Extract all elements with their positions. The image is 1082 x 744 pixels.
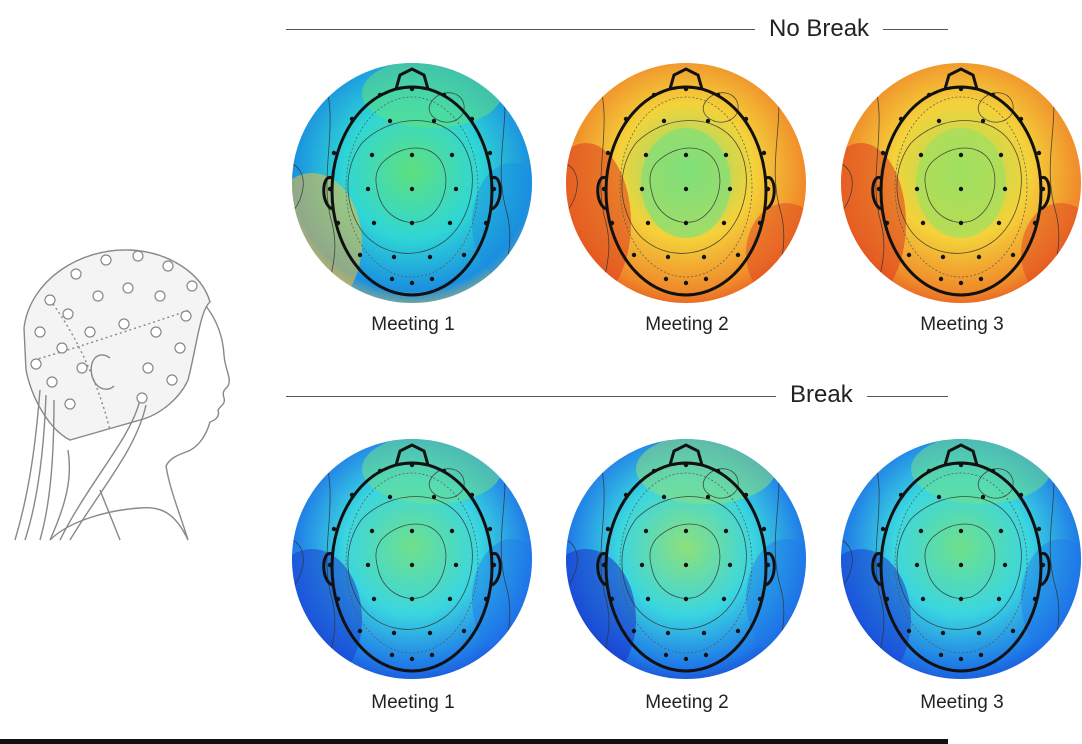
map-label-break-3: Meeting 3 (920, 692, 1004, 713)
eeg-cap-head-icon (14, 249, 230, 541)
map-label-no-break-1: Meeting 1 (371, 314, 455, 335)
section-title-no-break: No Break (755, 14, 884, 44)
map-label-break-2: Meeting 2 (645, 692, 729, 713)
eeg-figure: No Break Break Meeting 1 Meeting 2 Meeti… (0, 14, 1081, 744)
map-label-no-break-2: Meeting 2 (645, 314, 729, 335)
map-label-break-1: Meeting 1 (371, 692, 455, 713)
map-label-no-break-3: Meeting 3 (920, 314, 1004, 335)
topomap-no-break-1 (292, 63, 532, 303)
section-rule-no-break (286, 29, 948, 30)
topomap-break-2 (566, 439, 806, 679)
section-rule-break (286, 396, 948, 397)
bottom-border (0, 739, 948, 744)
topomap-no-break-3 (841, 63, 1081, 303)
topomap-no-break-2 (566, 63, 806, 303)
topomap-break-3 (841, 439, 1081, 679)
section-title-break: Break (776, 380, 867, 410)
topomap-break-1 (292, 439, 532, 679)
